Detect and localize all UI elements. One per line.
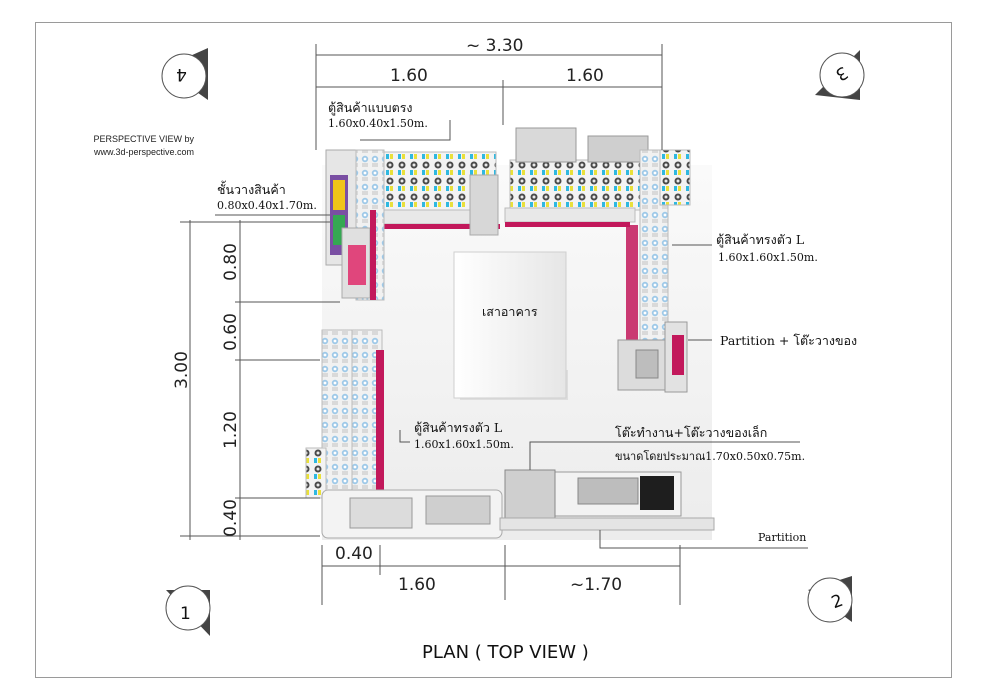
dimension-lines bbox=[180, 44, 808, 605]
credit-line-2: www.3d-perspective.com bbox=[93, 147, 194, 157]
label-shelf-size: 0.80x0.40x1.70m. bbox=[217, 199, 317, 212]
view-marker-3 bbox=[815, 50, 865, 100]
top-right-cabinet bbox=[504, 127, 661, 227]
dim-bottom-left: 1.60 bbox=[398, 575, 436, 595]
label-pillar: เสาอาคาร bbox=[482, 304, 538, 319]
work-table bbox=[499, 469, 715, 531]
right-l-cabinet bbox=[626, 149, 691, 341]
dim-left-seg-2: 0.60 bbox=[220, 313, 241, 351]
label-work-table-size: ขนาดโดยประมาณ1.70x0.50x0.75m. bbox=[615, 450, 806, 463]
view-marker-4 bbox=[161, 48, 208, 100]
label-l-cabinet-right-size: 1.60x1.60x1.50m. bbox=[718, 251, 818, 264]
view-marker-1-number: 1 bbox=[180, 604, 191, 624]
label-l-cabinet-center: ตู้สินค้าทรงตัว L bbox=[414, 420, 503, 435]
left-shelf bbox=[325, 149, 385, 301]
label-l-cabinet-right: ตู้สินค้าทรงตัว L bbox=[716, 232, 805, 247]
view-marker-4-number: 4 bbox=[176, 64, 187, 84]
label-straight-cabinet: ตู้สินค้าแบบตรง bbox=[328, 100, 413, 115]
dim-left-seg-3: 1.20 bbox=[220, 411, 241, 449]
dim-left-total: 3.00 bbox=[171, 351, 192, 389]
dim-top-total: ~ 3.30 bbox=[466, 36, 524, 56]
view-marker-1 bbox=[165, 585, 211, 636]
dim-left-seg-1: 0.80 bbox=[220, 243, 241, 281]
dim-left-seg-4: 0.40 bbox=[220, 499, 241, 537]
dim-bottom-right: ~1.70 bbox=[570, 575, 623, 595]
label-l-cabinet-center-size: 1.60x1.60x1.50m. bbox=[414, 438, 514, 451]
dim-top-right: 1.60 bbox=[566, 66, 604, 86]
plan-title: PLAN ( TOP VIEW ) bbox=[422, 642, 589, 663]
credit-line-1: PERSPECTIVE VIEW by bbox=[93, 134, 194, 144]
partition-table bbox=[617, 321, 688, 393]
label-partition-table: Partition + โต๊ะวางของ bbox=[720, 333, 858, 348]
center-l-cabinet bbox=[305, 329, 503, 539]
label-partition-bottom: Partition bbox=[758, 531, 807, 544]
label-straight-cabinet-size: 1.60x0.40x1.50m. bbox=[328, 117, 428, 130]
dim-top-left: 1.60 bbox=[390, 66, 428, 86]
dim-bottom-small: 0.40 bbox=[335, 544, 373, 564]
view-marker-2 bbox=[807, 576, 853, 623]
building-pillar bbox=[453, 251, 568, 400]
label-work-table: โต๊ะทำงาน+โต๊ะวางของเล็ก bbox=[615, 425, 768, 440]
label-shelf: ชั้นวางสินค้า bbox=[217, 182, 286, 197]
